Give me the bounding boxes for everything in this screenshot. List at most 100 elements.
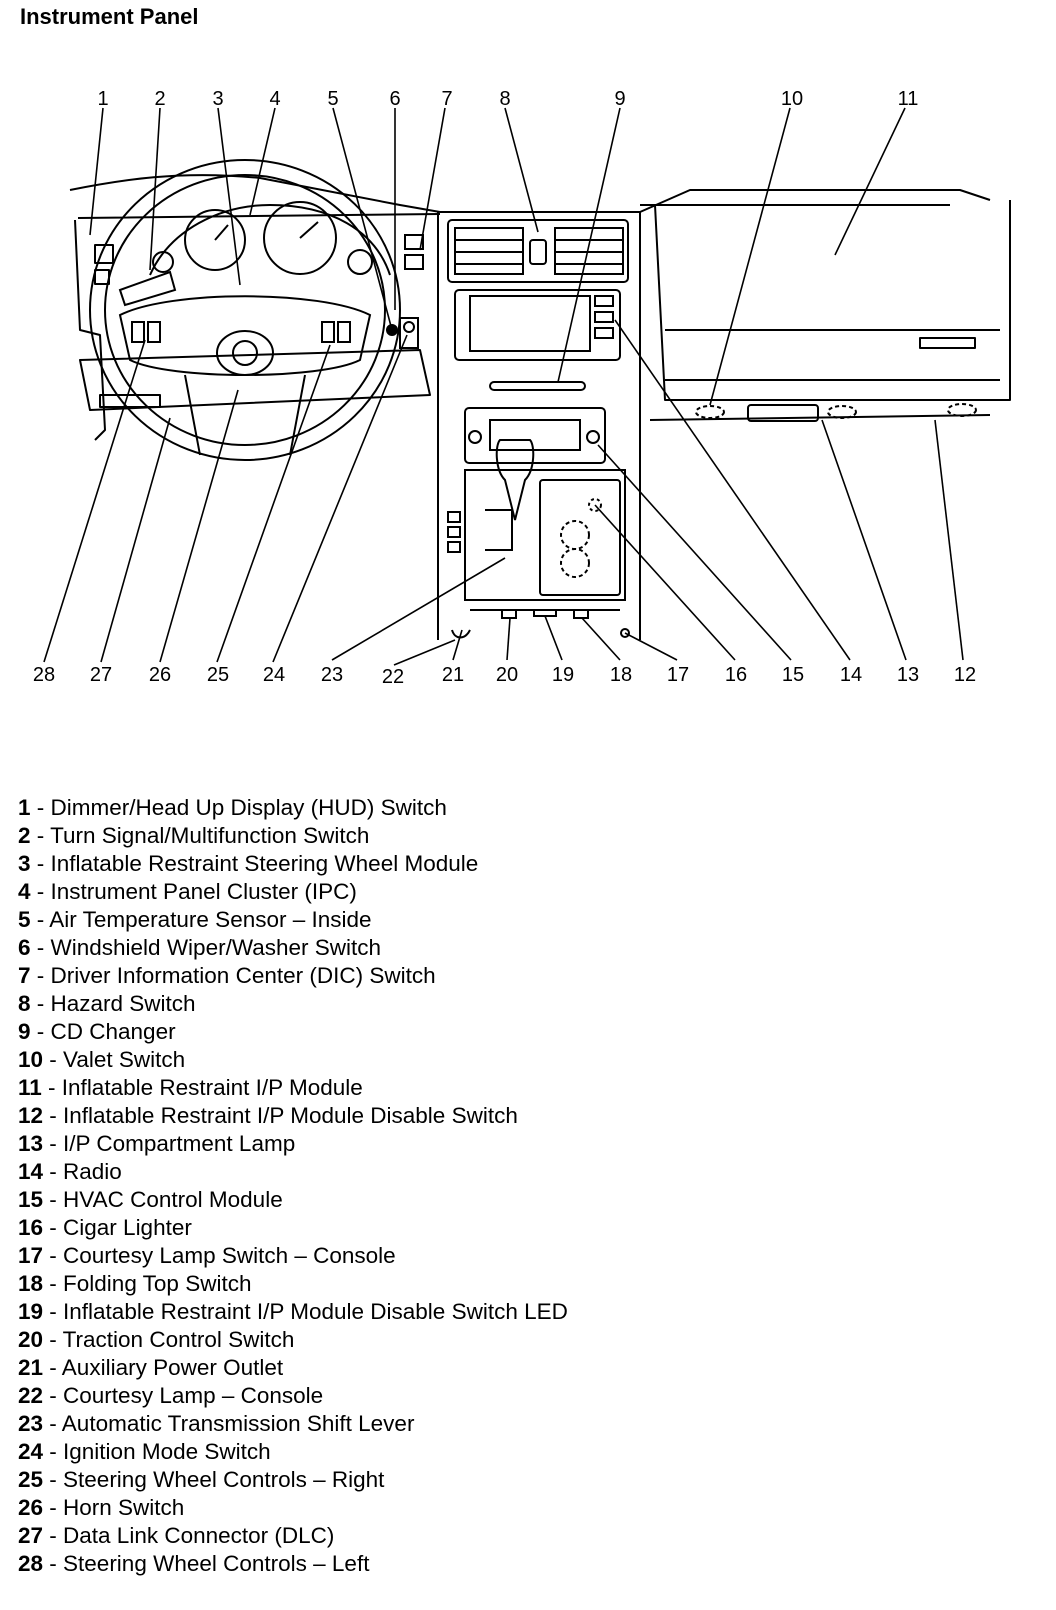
legend-separator: - bbox=[43, 1551, 64, 1576]
legend-number: 4 bbox=[18, 879, 31, 904]
callout-number: 2 bbox=[154, 88, 165, 110]
legend-number: 22 bbox=[18, 1383, 44, 1408]
legend-separator: - bbox=[43, 1187, 64, 1212]
legend-item: 4 - Instrument Panel Cluster (IPC) bbox=[18, 878, 568, 906]
legend-number: 20 bbox=[18, 1327, 44, 1352]
legend-label: Valet Switch bbox=[63, 1047, 186, 1072]
legend-label: Ignition Mode Switch bbox=[63, 1439, 271, 1464]
legend-item: 1 - Dimmer/Head Up Display (HUD) Switch bbox=[18, 794, 568, 822]
legend-label: Steering Wheel Controls – Left bbox=[63, 1551, 370, 1576]
legend-item: 13 - I/P Compartment Lamp bbox=[18, 1130, 568, 1158]
legend-separator: - bbox=[43, 1467, 64, 1492]
legend-label: Auxiliary Power Outlet bbox=[61, 1355, 284, 1380]
legend-number: 17 bbox=[18, 1243, 44, 1268]
legend-item: 3 - Inflatable Restraint Steering Wheel … bbox=[18, 850, 568, 878]
legend-number: 3 bbox=[18, 851, 31, 876]
legend-number: 12 bbox=[18, 1103, 44, 1128]
legend-separator: - bbox=[43, 1495, 64, 1520]
legend-separator: - bbox=[43, 1355, 62, 1380]
legend-separator: - bbox=[43, 1131, 64, 1156]
legend-label: Dimmer/Head Up Display (HUD) Switch bbox=[50, 795, 447, 820]
legend-label: Data Link Connector (DLC) bbox=[63, 1523, 335, 1548]
legend-item: 23 - Automatic Transmission Shift Lever bbox=[18, 1410, 568, 1438]
leader-lines bbox=[43, 107, 964, 666]
legend-number: 19 bbox=[18, 1299, 44, 1324]
legend-item: 14 - Radio bbox=[18, 1158, 568, 1186]
legend-item: 9 - CD Changer bbox=[18, 1018, 568, 1046]
legend-label: Inflatable Restraint I/P Module bbox=[61, 1075, 363, 1100]
callout-number: 26 bbox=[149, 664, 171, 686]
legend-number: 1 bbox=[18, 795, 31, 820]
callout-number: 27 bbox=[90, 664, 112, 686]
legend-number: 28 bbox=[18, 1551, 44, 1576]
legend-item: 24 - Ignition Mode Switch bbox=[18, 1438, 568, 1466]
callout-number: 3 bbox=[212, 88, 223, 110]
callout-number: 12 bbox=[954, 664, 976, 686]
legend-number: 14 bbox=[18, 1159, 44, 1184]
callout-number: 15 bbox=[782, 664, 804, 686]
legend-item: 26 - Horn Switch bbox=[18, 1494, 568, 1522]
instrument-panel-drawing: 1 2 3 4 5 6 7 8 9 10 11 12 13 14 15 16 1… bbox=[33, 88, 1011, 688]
legend-number: 10 bbox=[18, 1047, 44, 1072]
legend-label: Courtesy Lamp – Console bbox=[63, 1383, 324, 1408]
legend-label: CD Changer bbox=[50, 1019, 176, 1044]
legend-label: Air Temperature Sensor – Inside bbox=[49, 907, 372, 932]
legend-item: 12 - Inflatable Restraint I/P Module Dis… bbox=[18, 1102, 568, 1130]
legend-separator: - bbox=[43, 1159, 64, 1184]
legend-separator: - bbox=[30, 823, 51, 848]
legend-separator: - bbox=[43, 1215, 64, 1240]
legend-separator: - bbox=[43, 1271, 64, 1296]
legend-item: 20 - Traction Control Switch bbox=[18, 1326, 568, 1354]
legend-separator: - bbox=[30, 795, 51, 820]
page-title: Instrument Panel bbox=[20, 4, 199, 29]
callout-number: 5 bbox=[327, 88, 338, 110]
callout-numbers-bottom: 12 13 14 15 16 17 18 19 20 21 22 23 24 2… bbox=[33, 664, 976, 688]
legend-number: 25 bbox=[18, 1467, 44, 1492]
legend-separator: - bbox=[43, 1383, 64, 1408]
legend-separator: - bbox=[30, 851, 51, 876]
legend-item: 16 - Cigar Lighter bbox=[18, 1214, 568, 1242]
legend-item: 28 - Steering Wheel Controls – Left bbox=[18, 1550, 568, 1578]
callout-number: 14 bbox=[840, 664, 862, 686]
legend-number: 8 bbox=[18, 991, 31, 1016]
legend-separator: - bbox=[43, 1411, 62, 1436]
legend-item: 15 - HVAC Control Module bbox=[18, 1186, 568, 1214]
legend-number: 23 bbox=[18, 1411, 44, 1436]
legend-separator: - bbox=[30, 935, 51, 960]
legend-number: 18 bbox=[18, 1271, 44, 1296]
callout-number: 13 bbox=[897, 664, 919, 686]
legend-number: 11 bbox=[18, 1075, 42, 1100]
legend-label: Hazard Switch bbox=[50, 991, 196, 1016]
callout-legend: 1 - Dimmer/Head Up Display (HUD) Switch 2… bbox=[18, 794, 568, 1578]
legend-label: Radio bbox=[63, 1159, 122, 1184]
legend-label: HVAC Control Module bbox=[63, 1187, 283, 1212]
legend-item: 17 - Courtesy Lamp Switch – Console bbox=[18, 1242, 568, 1270]
callout-number: 8 bbox=[499, 88, 510, 110]
callout-number: 9 bbox=[614, 88, 625, 110]
legend-item: 7 - Driver Information Center (DIC) Swit… bbox=[18, 962, 568, 990]
callout-number: 23 bbox=[321, 664, 343, 686]
callout-number: 21 bbox=[442, 664, 464, 686]
callout-number: 19 bbox=[552, 664, 574, 686]
instrument-cluster bbox=[149, 201, 391, 276]
callout-number: 1 bbox=[97, 88, 108, 110]
callout-number: 17 bbox=[667, 664, 689, 686]
legend-item: 8 - Hazard Switch bbox=[18, 990, 568, 1018]
legend-item: 18 - Folding Top Switch bbox=[18, 1270, 568, 1298]
legend-number: 27 bbox=[18, 1523, 44, 1548]
callout-number: 10 bbox=[781, 88, 803, 110]
legend-label: Windshield Wiper/Washer Switch bbox=[50, 935, 382, 960]
legend-label: Folding Top Switch bbox=[63, 1271, 252, 1296]
callout-number: 18 bbox=[610, 664, 632, 686]
legend-label: Steering Wheel Controls – Right bbox=[63, 1467, 385, 1492]
legend-number: 26 bbox=[18, 1495, 44, 1520]
legend-item: 25 - Steering Wheel Controls – Right bbox=[18, 1466, 568, 1494]
legend-separator: - bbox=[30, 991, 51, 1016]
legend-label: Courtesy Lamp Switch – Console bbox=[63, 1243, 396, 1268]
callout-number: 4 bbox=[269, 88, 280, 110]
callout-number: 20 bbox=[496, 664, 518, 686]
legend-label: Inflatable Restraint I/P Module Disable … bbox=[63, 1299, 568, 1324]
legend-number: 24 bbox=[18, 1439, 44, 1464]
legend-number: 9 bbox=[18, 1019, 31, 1044]
dashboard-outline bbox=[69, 174, 1011, 441]
